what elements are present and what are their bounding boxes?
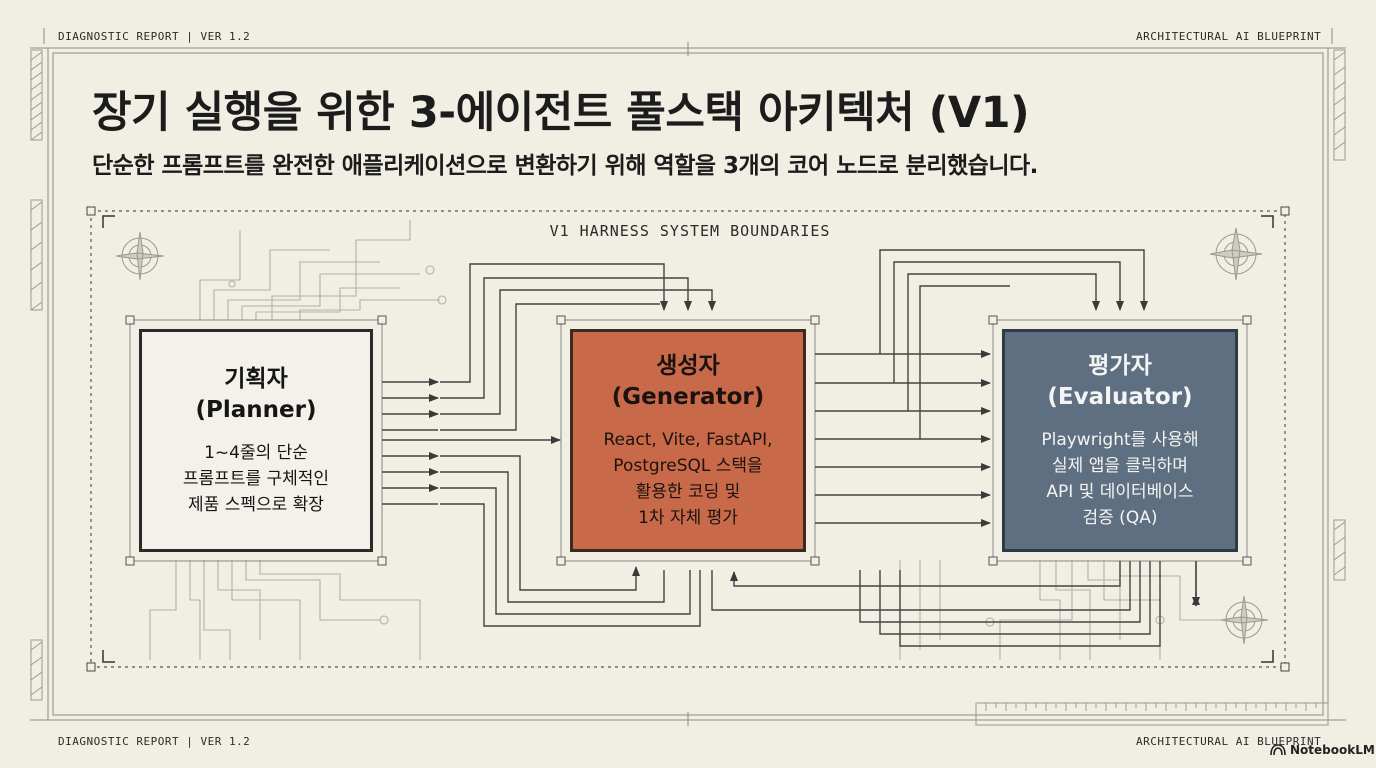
system-boundary — [86, 206, 1290, 672]
generator-title: 생성자 — [656, 352, 720, 379]
evaluator-subtitle: (Evaluator) — [1047, 383, 1193, 410]
circuit-traces — [149, 220, 1230, 660]
node-frames — [125, 315, 1252, 566]
side-hatching — [30, 49, 1346, 701]
page-subtitle: 단순한 프롬프트를 완전한 애플리케이션으로 변환하기 위해 역할을 3개의 코… — [92, 153, 1038, 179]
ruler — [975, 702, 1329, 726]
generator-node: 생성자 (Generator) React, Vite, FastAPI, Po… — [570, 329, 806, 552]
planner-description: 1~4줄의 단순 프롬프트를 구체적인 제품 스펙으로 확장 — [182, 442, 330, 515]
compass-rose-left — [115, 231, 165, 281]
notebooklm-logo: NotebookLM — [1270, 743, 1375, 757]
logo-text: NotebookLM — [1290, 743, 1375, 757]
compass-rose-right-bottom — [1219, 595, 1269, 645]
generator-evaluator-connectors — [711, 249, 1200, 647]
generator-subtitle: (Generator) — [611, 383, 765, 410]
footer-bottom-right: ARCHITECTURAL AI BLUEPRINT — [1136, 735, 1322, 748]
generator-description: React, Vite, FastAPI, PostgreSQL 스택을 활용한… — [603, 429, 773, 528]
evaluator-node: 평가자 (Evaluator) Playwright를 사용해 실제 앱을 클릭… — [1002, 329, 1238, 552]
evaluator-title: 평가자 — [1088, 352, 1152, 379]
boundary-label: V1 HARNESS SYSTEM BOUNDARIES — [549, 222, 831, 240]
planner-node: 기획자 (Planner) 1~4줄의 단순 프롬프트를 구체적인 제품 스펙으… — [139, 329, 373, 552]
footer-bottom-left: DIAGNOSTIC REPORT | VER 1.2 — [58, 735, 251, 748]
planner-title: 기획자 — [224, 365, 288, 392]
notebooklm-icon — [1270, 744, 1286, 756]
evaluator-description: Playwright를 사용해 실제 앱을 클릭하며 API 및 데이터베이스 … — [1041, 429, 1199, 528]
compass-rose-right-top — [1209, 227, 1263, 281]
header-top-right: ARCHITECTURAL AI BLUEPRINT — [1136, 30, 1322, 43]
planner-subtitle: (Planner) — [195, 396, 317, 423]
outer-frame — [30, 28, 1346, 726]
page-title: 장기 실행을 위한 3-에이전트 풀스택 아키텍처 (V1) — [92, 88, 1030, 138]
planner-generator-connectors — [382, 263, 716, 627]
header-top-left: DIAGNOSTIC REPORT | VER 1.2 — [58, 30, 251, 43]
